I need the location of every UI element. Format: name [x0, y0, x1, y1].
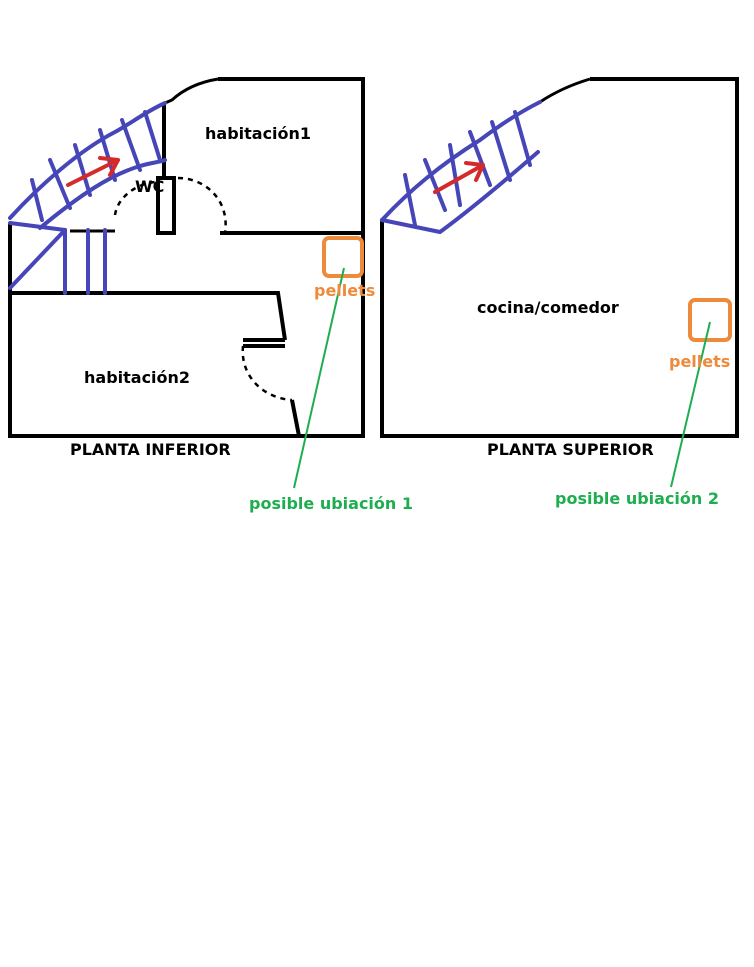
bathroom-door-jamb	[156, 176, 176, 235]
upper-floor-curved-wall	[539, 77, 591, 104]
upper-floor-location-label: posible ubiación 2	[555, 489, 719, 508]
upper-floor-plan: cocina/comedor pellets PLANTA SUPERIOR p…	[380, 77, 739, 508]
upper-floor-outer-wall	[380, 77, 739, 438]
lower-floor-curved-wall	[164, 77, 219, 105]
bedroom1-wall	[162, 103, 363, 235]
upper-floor-pellets-label: pellets	[669, 352, 730, 371]
upper-floor-pellets-marker	[688, 298, 732, 342]
lower-stair-direction-arrow	[66, 156, 120, 187]
kitchen-dining-label: cocina/comedor	[477, 298, 619, 317]
lower-floor-title: PLANTA INFERIOR	[70, 440, 231, 459]
bathroom-door-swing	[113, 176, 227, 234]
bathroom-label: WC	[135, 177, 164, 196]
upper-floor-location-leader	[670, 321, 711, 488]
lower-floor-staircase	[8, 101, 167, 295]
lower-floor-location-label: posible ubiación 1	[249, 494, 413, 513]
bedroom2-top-wall	[10, 291, 287, 341]
lower-floor-pellets-label: pellets	[314, 281, 375, 300]
lower-floor-plan: habitación1 WC habitación2 pellets PLANT…	[8, 77, 413, 513]
lower-floor-location-leader	[293, 267, 345, 489]
upper-stair-direction-arrow	[433, 161, 485, 194]
upper-floor-staircase	[380, 100, 542, 234]
bedroom2-door	[243, 338, 301, 437]
lower-floor-outer-wall	[8, 77, 365, 438]
upper-floor-title: PLANTA SUPERIOR	[487, 440, 654, 459]
bedroom2-label: habitación2	[84, 368, 190, 387]
bedroom2-door-swing	[241, 345, 293, 402]
bedroom1-label: habitación1	[205, 124, 311, 143]
